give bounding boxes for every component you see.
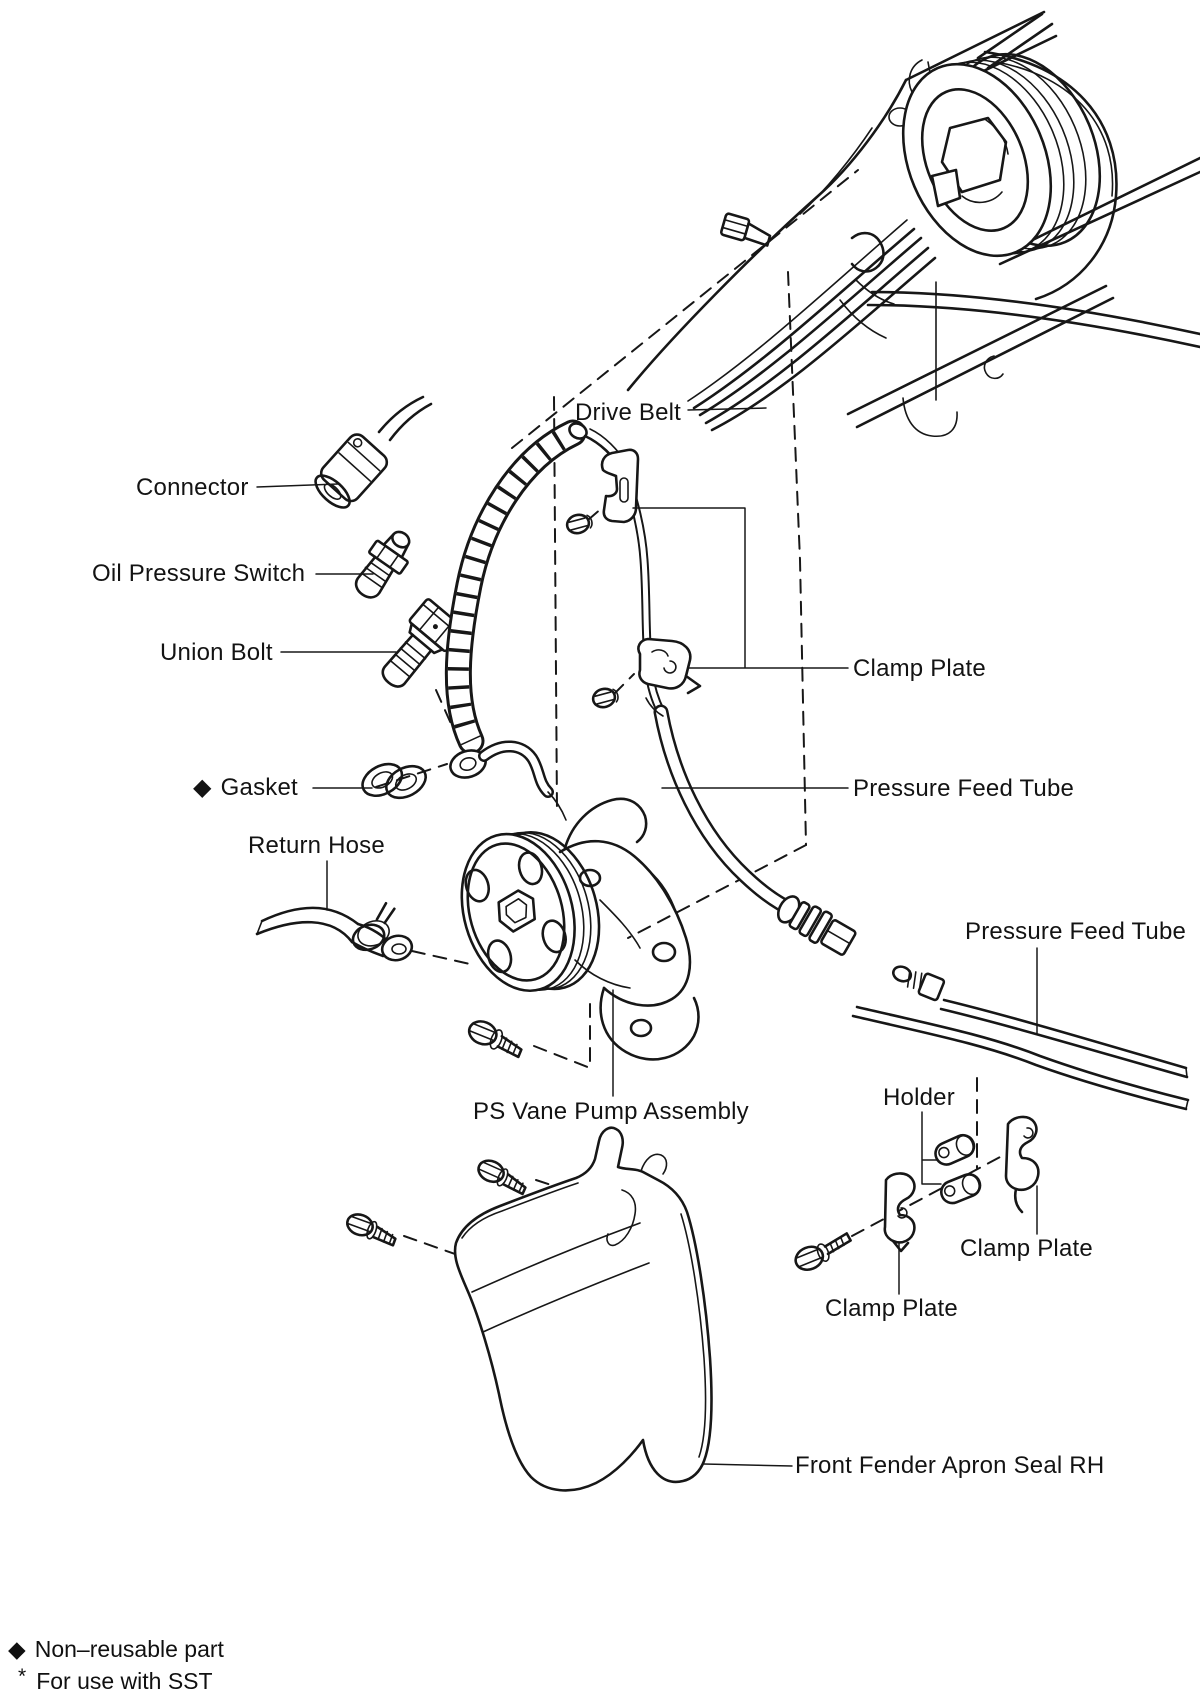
non-reusable-diamond-icon: ◆: [193, 774, 212, 801]
engine-compartment-drawing: [626, 10, 1200, 437]
label-clamp-plate-top: Clamp Plate: [853, 656, 986, 681]
label-gasket-text: Gasket: [220, 774, 298, 801]
ps-vane-pump-drawing: [449, 740, 700, 1061]
sst-asterisk-icon: *: [18, 1665, 27, 1688]
label-clamp-plate-left-text: Clamp Plate: [825, 1295, 958, 1322]
drive-belt-and-pulley-drawing: [687, 12, 1118, 432]
label-oil-pressure-switch-text: Oil Pressure Switch: [92, 560, 306, 587]
clamp-plate-drawing-top: [600, 448, 640, 524]
clamp-plate-drawing-middle: [637, 637, 702, 695]
front-fender-apron-seal-drawing: [453, 1126, 713, 1492]
fender-bolt-drawing-2: [345, 1213, 397, 1247]
label-union-bolt: Union Bolt: [160, 640, 273, 665]
wrapped-hose-drawing: [444, 419, 628, 755]
label-drive-belt-text: Drive Belt: [575, 399, 682, 426]
label-pressure-feed-tube-upper-text: Pressure Feed Tube: [853, 775, 1075, 802]
pump-bolt-drawing: [467, 1020, 523, 1059]
label-ps-vane-pump-assembly-text: PS Vane Pump Assembly: [473, 1098, 749, 1125]
label-pressure-feed-tube-upper: Pressure Feed Tube: [853, 776, 1074, 801]
label-oil-pressure-switch: Oil Pressure Switch: [92, 561, 305, 586]
legend-sst-text: For use with SST: [36, 1668, 213, 1694]
label-holder-text: Holder: [883, 1084, 955, 1111]
return-hose-drawing: [255, 901, 414, 962]
label-return-hose: Return Hose: [248, 833, 385, 858]
legend-non-reusable: ◆ Non–reusable part: [8, 1636, 224, 1663]
clamp-nut-drawing-1: [565, 513, 593, 535]
construction-lines: [375, 169, 1003, 1273]
label-clamp-plate-left: Clamp Plate: [825, 1296, 958, 1321]
holder-drawing-1: [934, 1133, 976, 1166]
label-clamp-plate-right-text: Clamp Plate: [960, 1235, 1093, 1262]
leader-lines: [256, 407, 1038, 1467]
pressure-feed-tube-lower-drawing: [851, 965, 1190, 1111]
label-drive-belt: Drive Belt: [575, 400, 681, 425]
clamp-nut-drawing-2: [591, 687, 619, 709]
label-connector: Connector: [136, 475, 249, 500]
label-pressure-feed-tube-lower: Pressure Feed Tube: [965, 919, 1186, 944]
label-clamp-plate-top-text: Clamp Plate: [853, 655, 986, 682]
tension-bolt-drawing: [719, 212, 772, 247]
connector-drawing: [314, 395, 433, 509]
tube-end-fitting-drawing: [776, 895, 857, 956]
label-connector-text: Connector: [136, 474, 249, 501]
non-reusable-diamond-icon: ◆: [8, 1636, 26, 1662]
legend-non-reusable-text: Non–reusable part: [34, 1636, 224, 1662]
label-clamp-plate-right: Clamp Plate: [960, 1236, 1093, 1261]
label-front-fender-apron-seal-rh: Front Fender Apron Seal RH: [795, 1453, 1104, 1478]
label-holder: Holder: [883, 1085, 955, 1110]
label-return-hose-text: Return Hose: [248, 832, 385, 859]
pressure-feed-tube-drawing: [619, 467, 857, 956]
clamp-plate-drawing-left: [883, 1172, 916, 1253]
legend-sst: * For use with SST: [14, 1665, 213, 1695]
label-front-fender-apron-seal-rh-text: Front Fender Apron Seal RH: [795, 1452, 1105, 1479]
oil-pressure-switch-drawing: [354, 530, 411, 599]
clamp-bolt-drawing: [794, 1232, 852, 1272]
label-union-bolt-text: Union Bolt: [160, 639, 273, 666]
clamp-plate-drawing-right: [1004, 1115, 1040, 1214]
fender-bolt-drawing-1: [477, 1159, 527, 1196]
label-pressure-feed-tube-lower-text: Pressure Feed Tube: [965, 918, 1187, 945]
holder-drawing-2: [940, 1173, 982, 1205]
label-ps-vane-pump-assembly: PS Vane Pump Assembly: [473, 1099, 749, 1124]
label-gasket: ◆ Gasket: [193, 775, 298, 800]
gasket-drawing: [361, 762, 427, 800]
